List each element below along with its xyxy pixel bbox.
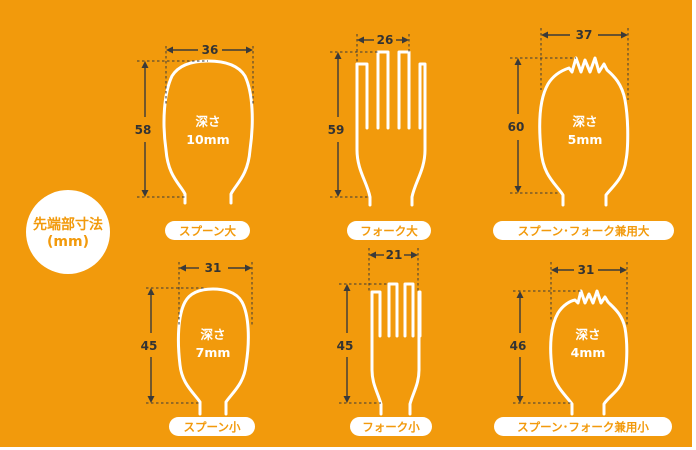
depth-value: 4mm <box>571 345 606 360</box>
depth-label: 深さ <box>575 327 600 342</box>
depth-label: 深さ <box>200 327 225 342</box>
item-spoon-small: 31 45 深さ 7mm スプーン小 <box>141 261 255 436</box>
height-value: 45 <box>337 339 354 353</box>
item-fork-large: 26 59 フォーク大 <box>328 33 431 240</box>
spoon-small-outline <box>176 287 250 416</box>
height-value: 46 <box>510 339 527 353</box>
label-pill <box>169 417 255 436</box>
item-fork-small: 21 45 フォーク小 <box>337 248 432 436</box>
height-value: 59 <box>328 123 345 137</box>
label-pill <box>350 417 432 436</box>
item-spork-large: 37 60 深さ 5mm スプーン･フォーク兼用大 <box>493 28 674 240</box>
label-pill <box>347 221 431 240</box>
fork-large-outline <box>355 50 427 207</box>
width-value: 31 <box>578 263 595 277</box>
item-label: スプーン大 <box>179 224 236 238</box>
item-label: スプーン小 <box>184 420 241 434</box>
width-value: 37 <box>576 28 593 42</box>
heading-unit: (mm) <box>47 234 89 250</box>
width-value: 26 <box>377 33 394 47</box>
heading-circle <box>26 190 110 274</box>
width-value: 36 <box>202 43 219 57</box>
label-pill <box>494 417 672 436</box>
width-value: 21 <box>386 248 403 262</box>
heading-title: 先端部寸法 <box>33 216 103 233</box>
height-value: 60 <box>508 120 525 134</box>
label-pill <box>493 221 674 240</box>
item-spork-small: 31 46 深さ 4mm スプーン･フォーク兼用小 <box>494 262 672 436</box>
depth-label: 深さ <box>572 114 597 129</box>
item-label: スプーン･フォーク兼用小 <box>517 420 649 434</box>
depth-value: 5mm <box>568 132 603 147</box>
item-spoon-large: 36 58 深さ 10mm スプーン大 <box>135 43 254 240</box>
item-label: フォーク小 <box>362 420 420 434</box>
spork-small-outline <box>549 289 629 416</box>
depth-label: 深さ <box>195 114 220 129</box>
depth-value: 7mm <box>196 345 231 360</box>
height-value: 45 <box>141 339 158 353</box>
fork-small-outline <box>370 282 422 416</box>
item-label: スプーン･フォーク兼用大 <box>518 224 650 238</box>
spork-large-outline <box>538 56 630 207</box>
item-label: フォーク大 <box>360 224 418 238</box>
heading-badge: 先端部寸法 (mm) <box>26 190 110 274</box>
label-pill <box>165 221 250 240</box>
height-value: 58 <box>135 123 152 137</box>
depth-value: 10mm <box>186 132 229 147</box>
width-value: 31 <box>205 261 222 275</box>
